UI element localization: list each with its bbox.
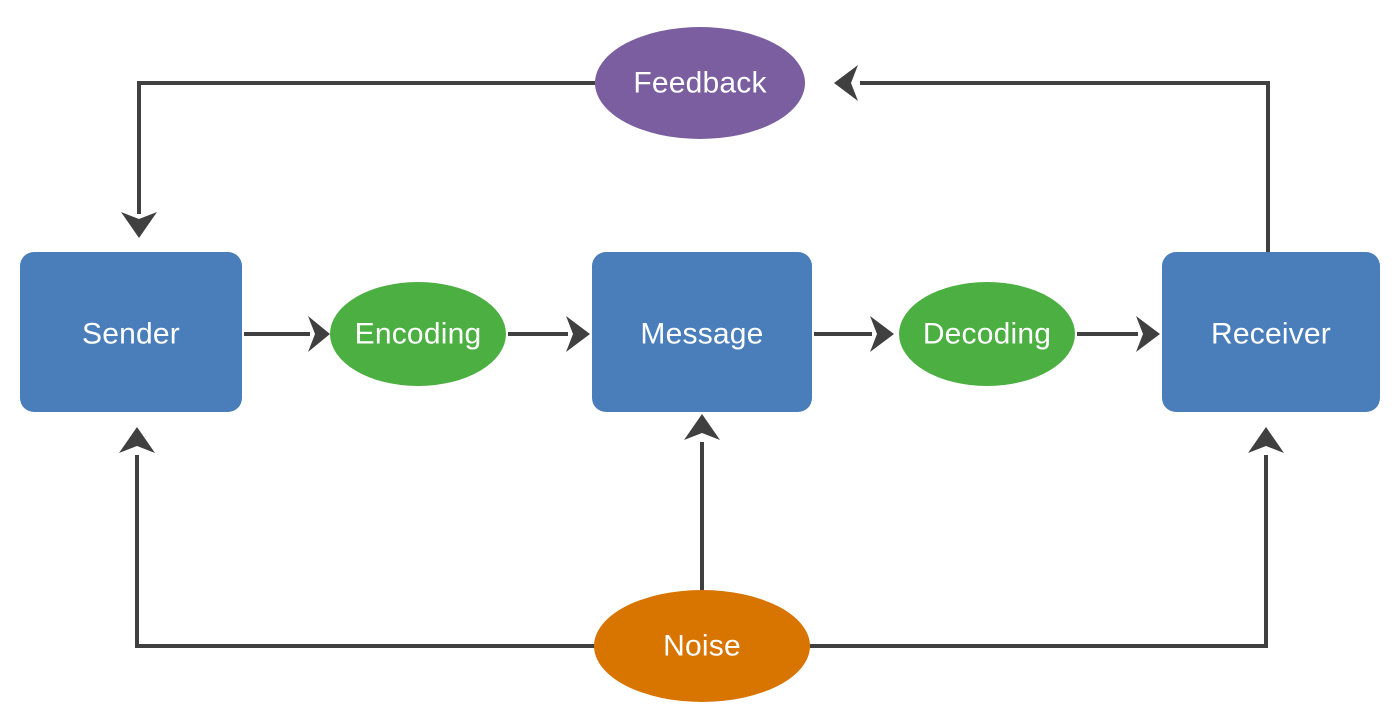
node-feedback[interactable]: Feedback xyxy=(595,27,805,139)
node-noise[interactable]: Noise xyxy=(594,590,810,702)
connector-sender-to-encoding xyxy=(244,316,330,352)
arrow-head-icon xyxy=(834,65,858,101)
arrow-head-icon xyxy=(684,414,720,440)
node-sender[interactable]: Sender xyxy=(20,252,242,412)
connector-decoding-to-receiver xyxy=(1077,316,1160,352)
connector-message-to-decoding xyxy=(814,316,894,352)
arrow-head-icon xyxy=(870,316,894,352)
encoding-ellipse[interactable] xyxy=(330,282,506,386)
connector-encoding-to-message xyxy=(508,316,590,352)
receiver-box[interactable] xyxy=(1162,252,1380,412)
connector-feedback-to-sender xyxy=(121,81,595,238)
node-receiver[interactable]: Receiver xyxy=(1162,252,1380,412)
connector-noise-to-message xyxy=(684,414,720,592)
node-encoding[interactable]: Encoding xyxy=(330,282,506,386)
node-message[interactable]: Message xyxy=(592,252,812,412)
arrow-head-icon xyxy=(1248,427,1284,453)
decoding-ellipse[interactable] xyxy=(899,282,1075,386)
noise-ellipse[interactable] xyxy=(594,590,810,702)
sender-box[interactable] xyxy=(20,252,242,412)
arrow-head-icon xyxy=(308,316,330,352)
message-box[interactable] xyxy=(592,252,812,412)
feedback-ellipse[interactable] xyxy=(595,27,805,139)
arrow-head-icon xyxy=(1136,316,1160,352)
connector-noise-to-receiver xyxy=(810,427,1284,648)
arrow-head-icon xyxy=(566,316,590,352)
arrow-head-icon xyxy=(119,427,155,453)
arrow-head-icon xyxy=(121,212,157,238)
connector-receiver-to-feedback xyxy=(834,65,1270,252)
connector-noise-to-sender xyxy=(119,427,596,648)
node-decoding[interactable]: Decoding xyxy=(899,282,1075,386)
